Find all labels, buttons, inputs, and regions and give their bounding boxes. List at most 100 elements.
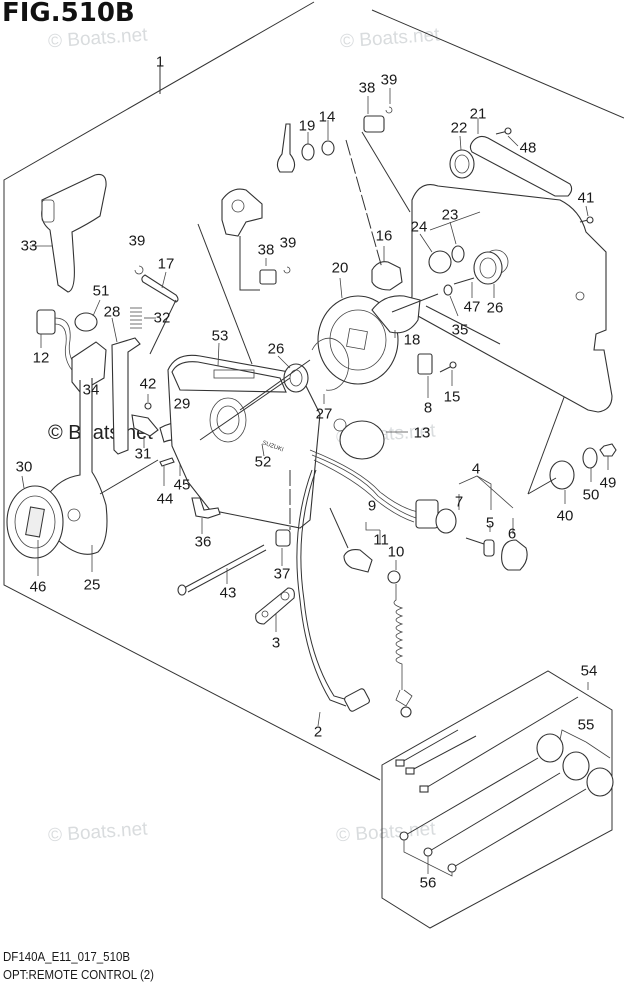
callout-5[interactable]: 5 (485, 514, 495, 532)
callout-47[interactable]: 47 (463, 298, 481, 316)
callout-21[interactable]: 21 (469, 105, 487, 123)
callout-3[interactable]: 3 (271, 634, 281, 652)
callout-18[interactable]: 18 (403, 331, 421, 349)
part-27-spring (311, 337, 350, 404)
part-24-detent (419, 233, 452, 274)
part-33-grip (30, 173, 107, 293)
part-52-housing: SUZUKI (167, 354, 321, 529)
part-18-lever (371, 295, 421, 338)
callout-45[interactable]: 45 (173, 476, 191, 494)
part-41-screw (579, 205, 594, 224)
callout-35[interactable]: 35 (451, 321, 469, 339)
part-14-washer (321, 120, 335, 156)
callout-39-mid[interactable]: 39 (279, 234, 297, 252)
callout-11[interactable]: 11 (373, 531, 389, 549)
part-mount-bracket (221, 188, 263, 237)
callout-29[interactable]: 29 (173, 395, 191, 413)
callout-56[interactable]: 56 (419, 874, 437, 892)
callout-17[interactable]: 17 (157, 255, 175, 273)
callout-54[interactable]: 54 (580, 662, 598, 680)
part-54-ties (395, 696, 579, 793)
part-12-trim-switch (36, 309, 83, 379)
part-56-long-screws (399, 757, 587, 877)
guide-line (527, 391, 567, 495)
callout-31[interactable]: 31 (134, 445, 152, 463)
callout-50[interactable]: 50 (582, 486, 600, 504)
guide-lines (99, 131, 501, 530)
figure-title: FIG.510B (2, 0, 135, 28)
callout-22[interactable]: 22 (450, 119, 468, 137)
part-36-bracket (191, 497, 221, 534)
callout-16[interactable]: 16 (375, 227, 393, 245)
callout-12[interactable]: 12 (32, 349, 50, 367)
callout-7[interactable]: 7 (454, 493, 464, 511)
callout-19[interactable]: 19 (298, 117, 316, 135)
callout-14[interactable]: 14 (318, 108, 336, 126)
part-49-nut (599, 443, 617, 470)
part-8-neutral-switch (417, 353, 433, 398)
callout-43[interactable]: 43 (219, 584, 237, 602)
part-13-buzzer (333, 418, 408, 460)
part-17-pin (134, 265, 179, 303)
callout-44[interactable]: 44 (156, 490, 174, 508)
callout-26-left[interactable]: 26 (267, 340, 285, 358)
part-wiring-bundle (309, 449, 419, 523)
callout-23[interactable]: 23 (441, 206, 459, 224)
callout-2[interactable]: 2 (313, 723, 323, 741)
part-30-hub-cap (6, 475, 64, 576)
callout-46[interactable]: 46 (29, 578, 47, 596)
callout-49[interactable]: 49 (599, 474, 617, 492)
callout-52[interactable]: 52 (254, 453, 272, 471)
part-23-o-ring (449, 221, 465, 263)
callout-9[interactable]: 9 (367, 497, 377, 515)
callout-20[interactable]: 20 (331, 259, 349, 277)
callout-41[interactable]: 41 (577, 189, 595, 207)
callout-10[interactable]: 10 (387, 543, 405, 561)
callout-6[interactable]: 6 (507, 525, 517, 543)
part-39-e-ring-top (385, 88, 393, 114)
callout-37[interactable]: 37 (273, 565, 291, 583)
callout-32[interactable]: 32 (153, 309, 171, 327)
callout-28[interactable]: 28 (103, 303, 121, 321)
part-7-ignition-switch (415, 494, 460, 534)
callout-4[interactable]: 4 (471, 460, 481, 478)
callout-13[interactable]: 13 (413, 424, 431, 442)
figure-caption: OPT:REMOTE CONTROL (2) (3, 968, 155, 982)
callout-51[interactable]: 51 (92, 282, 110, 300)
part-6-switch-cover (501, 518, 528, 571)
part-11-stop-switch (329, 507, 381, 573)
callout-39-left[interactable]: 39 (128, 232, 146, 250)
callout-8[interactable]: 8 (423, 399, 433, 417)
callout-42[interactable]: 42 (139, 375, 157, 393)
callout-34[interactable]: 34 (82, 381, 100, 399)
callout-1[interactable]: 1 (155, 53, 165, 71)
callout-4-bracket (458, 475, 514, 510)
callout-48[interactable]: 48 (519, 139, 537, 157)
callout-36[interactable]: 36 (194, 533, 212, 551)
part-39-e-ring-mid (283, 266, 291, 274)
part-48-screw (495, 127, 519, 147)
callout-39-top[interactable]: 39 (380, 71, 398, 89)
part-43-bolt (177, 544, 267, 596)
figure-code: DF140A_E11_017_510B (3, 950, 131, 964)
part-31-link (131, 414, 159, 448)
callout-55[interactable]: 55 (577, 716, 595, 734)
callout-40[interactable]: 40 (556, 507, 574, 525)
callout-38-top[interactable]: 38 (358, 79, 376, 97)
callout-33[interactable]: 33 (20, 237, 38, 255)
callout-25[interactable]: 25 (83, 576, 101, 594)
guide-line (527, 477, 557, 495)
callout-53[interactable]: 53 (211, 327, 229, 345)
callout-30[interactable]: 30 (15, 458, 33, 476)
callout-38-mid[interactable]: 38 (257, 241, 275, 259)
callout-27[interactable]: 27 (315, 405, 333, 423)
callout-15[interactable]: 15 (443, 388, 461, 406)
callout-26-right[interactable]: 26 (486, 299, 504, 317)
part-15-screw (439, 361, 457, 386)
kit-54-boundary (381, 670, 613, 929)
callout-24[interactable]: 24 (410, 218, 428, 236)
assembly-boundary (3, 1, 624, 781)
part-51-washer (74, 299, 101, 332)
part-42-screw (144, 394, 152, 410)
